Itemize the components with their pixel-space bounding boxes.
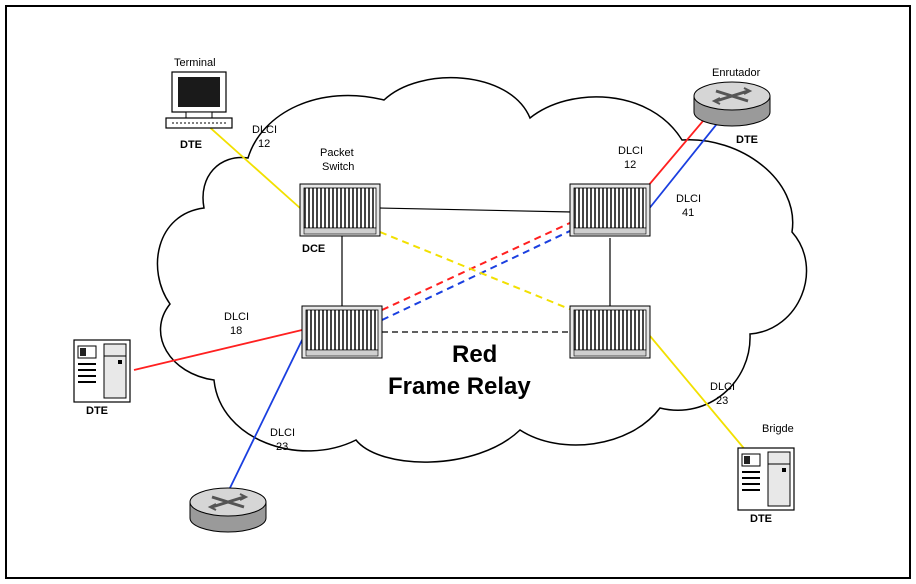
terminal-label: Terminal — [174, 57, 216, 69]
server-icon — [737, 447, 795, 511]
terminal-role-label: DTE — [180, 139, 202, 151]
bridge-label: Brigde — [762, 423, 794, 435]
terminal-icon — [165, 71, 233, 129]
access-router-blue — [647, 109, 729, 211]
cloud-title-line2: Frame Relay — [388, 373, 531, 400]
packet-switch-label: Switch — [322, 161, 354, 173]
bridge-role-label: DTE — [750, 513, 772, 525]
dce-label: DCE — [302, 243, 325, 255]
access-terminal-yellow — [205, 123, 301, 209]
packet-switch-icon — [569, 305, 651, 359]
server-role-label: DTE — [86, 405, 108, 417]
dlci-value: 18 — [230, 325, 242, 337]
access-bridge-yellow — [649, 335, 753, 459]
router-icon — [692, 80, 772, 128]
outer-border — [5, 5, 911, 579]
pvc-red-dashed — [381, 221, 573, 311]
cloud-title-line1: Red — [452, 341, 497, 368]
dlci-label: DLCI — [252, 124, 277, 136]
dlci-label: DLCI — [270, 427, 295, 439]
dlci-value: 23 — [716, 395, 728, 407]
packet-switch-icon — [569, 183, 651, 237]
trunk-top — [378, 207, 573, 213]
dlci-value: 12 — [258, 138, 270, 150]
pvc-lines — [379, 221, 573, 321]
frame-relay-cloud — [156, 76, 808, 463]
router-label: Enrutador — [712, 67, 761, 79]
packet-switch-label: Packet — [320, 147, 354, 159]
dlci-label: DLCI — [676, 193, 701, 205]
dlci-value: 23 — [276, 441, 288, 453]
access-router-blue-bottom — [227, 335, 305, 493]
trunk-lines — [341, 207, 611, 333]
server-icon — [73, 339, 131, 403]
packet-switch-icon — [301, 305, 383, 359]
dlci-label: DLCI — [224, 311, 249, 323]
router-role-label: DTE — [736, 134, 758, 146]
dlci-value: 41 — [682, 207, 694, 219]
dlci-value: 12 — [624, 159, 636, 171]
access-server-red — [133, 329, 303, 371]
dlci-label: DLCI — [618, 145, 643, 157]
dlci-label: DLCI — [710, 381, 735, 393]
packet-switch-icon — [299, 183, 381, 237]
pvc-yellow-dashed — [379, 231, 573, 311]
router-icon — [188, 486, 268, 534]
